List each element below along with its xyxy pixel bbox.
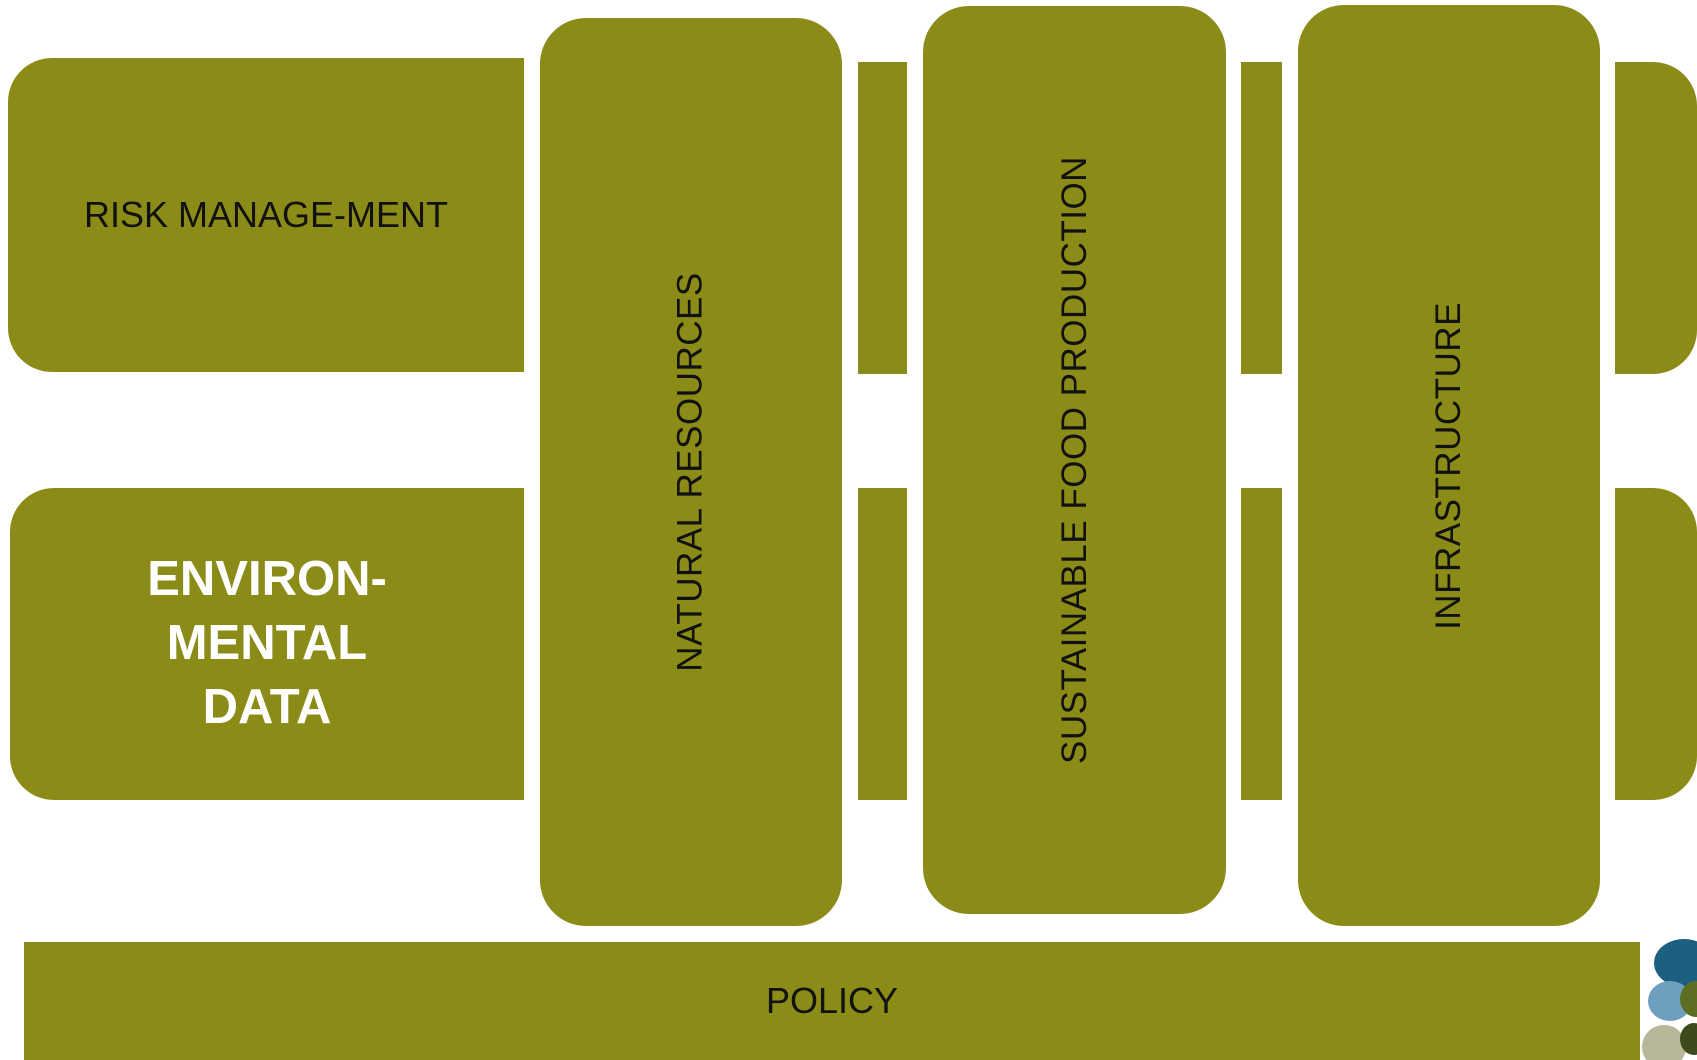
risk-management-block: RISK MANAGE-MENT: [8, 58, 524, 372]
environmental-data-label: ENVIRON- MENTAL DATA: [147, 548, 387, 739]
environmental-data-line-2: MENTAL: [166, 616, 368, 671]
environmental-data-block: ENVIRON- MENTAL DATA: [10, 488, 524, 800]
top-connector-2: [1241, 62, 1282, 374]
risk-management-label: RISK MANAGE-MENT: [83, 194, 449, 235]
pillar-infrastructure: INFRASTRUCTURE: [1298, 5, 1600, 926]
pillar-natural-resources: NATURAL RESOURCES: [540, 18, 842, 926]
pillar-sustainable-food-production: SUSTAINABLE FOOD PRODUCTION: [923, 6, 1226, 914]
pillar-natural-resources-label: NATURAL RESOURCES: [671, 272, 710, 672]
environmental-data-line-3: DATA: [202, 679, 332, 734]
policy-base: POLICY: [24, 942, 1640, 1060]
environmental-data-line-1: ENVIRON-: [147, 552, 387, 607]
policy-label: POLICY: [765, 980, 899, 1021]
pillar-sustainable-food-production-label: SUSTAINABLE FOOD PRODUCTION: [1054, 156, 1094, 764]
bottom-connector-2: [1241, 488, 1282, 800]
top-connector-1: [858, 62, 907, 374]
bottom-right-end: [1615, 488, 1697, 800]
bottom-connector-1: [858, 488, 907, 800]
circles-logo-icon: [1640, 935, 1697, 1060]
pillar-infrastructure-label: INFRASTRUCTURE: [1429, 301, 1469, 630]
top-right-end: [1615, 62, 1697, 374]
